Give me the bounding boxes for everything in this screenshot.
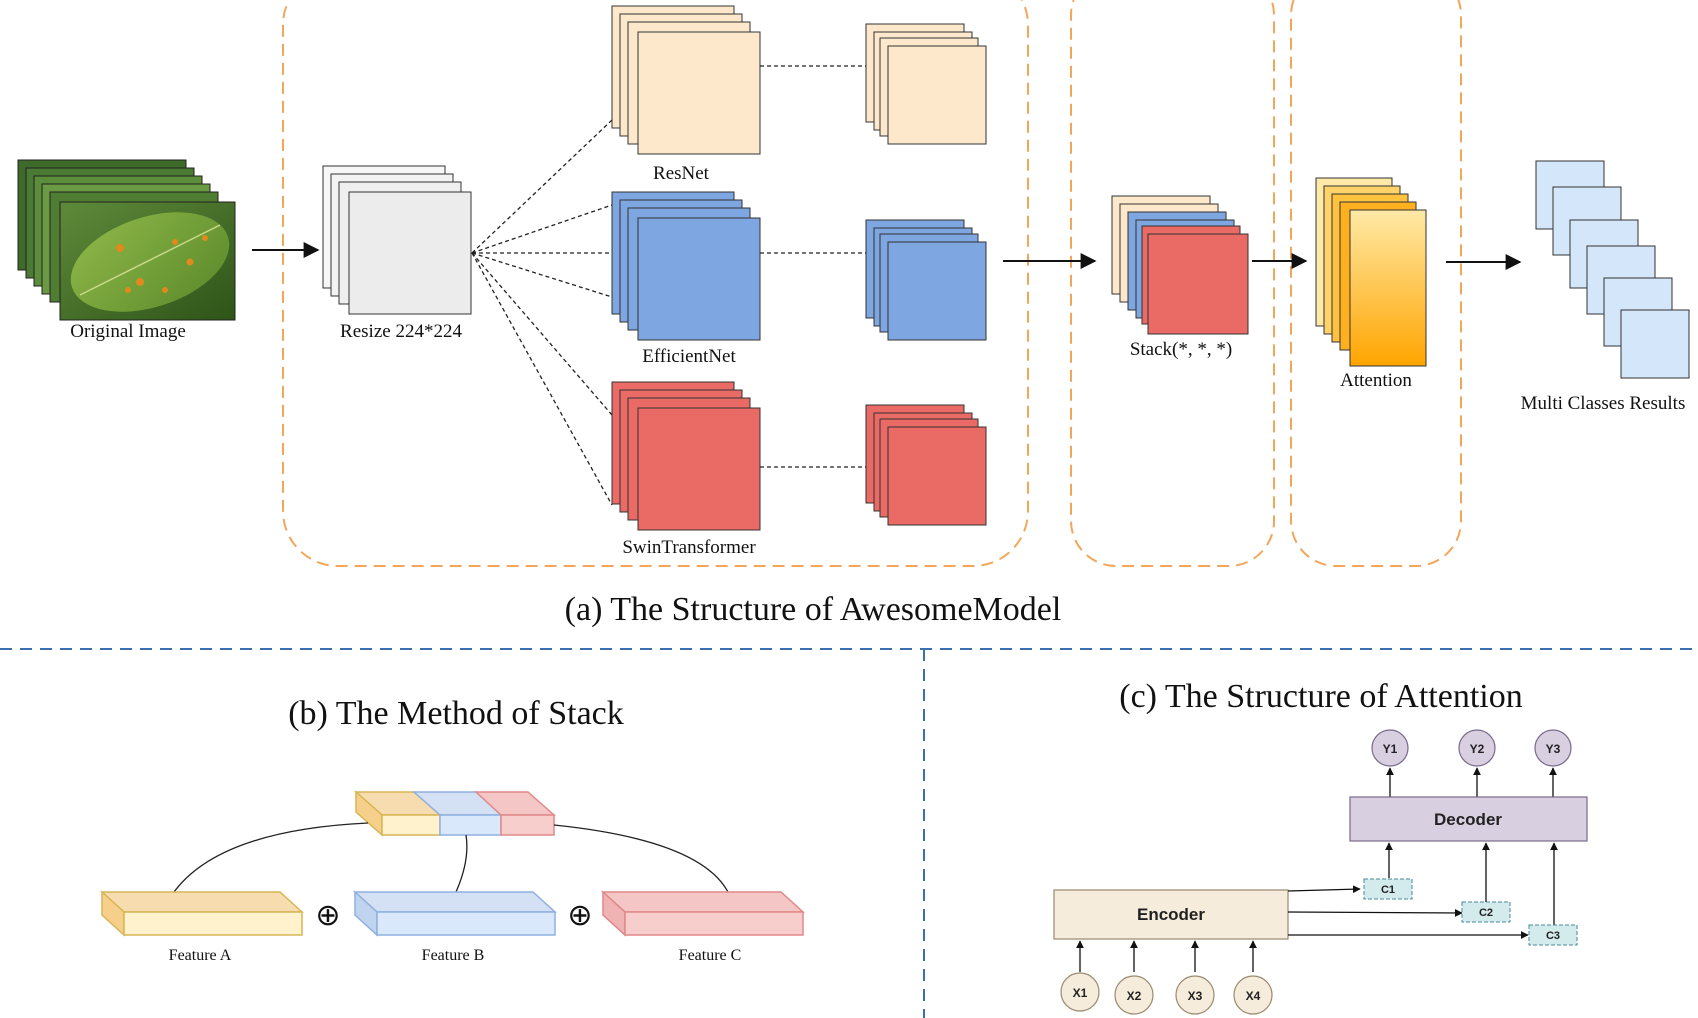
attention-label: Attention: [1340, 370, 1412, 391]
context-c2: [1461, 901, 1511, 923]
panel-b-caption: (b) The Method of Stack: [288, 695, 624, 732]
panel-a: Original Image Resize 224*224 ResNet: [17, 0, 1690, 628]
context-c1-label: C1: [1381, 884, 1395, 896]
input-arrows: [1076, 940, 1257, 972]
resnet-stack: [611, 5, 761, 155]
panel-a-caption: (a) The Structure of AwesomeModel: [565, 591, 1062, 628]
attention-group-box: [1290, 0, 1462, 567]
panel-b: (b) The Method of Stack Feature A ⊕: [100, 695, 805, 964]
resnet-label: ResNet: [653, 163, 710, 184]
encoder-label: Encoder: [1137, 905, 1205, 924]
resize-stack: [322, 165, 472, 315]
input-node-x3: [1175, 975, 1215, 1015]
results-blocks: [1535, 160, 1690, 379]
input-node-x1: [1060, 972, 1100, 1012]
feature-c-label: Feature C: [679, 947, 742, 964]
feature-a-label: Feature A: [169, 947, 232, 964]
original-image-stack: [17, 159, 236, 321]
stack-curves: [173, 822, 729, 893]
decoder-box: [1349, 796, 1588, 842]
efficientnet-feature-map: [865, 219, 987, 341]
swin-stack: [611, 381, 761, 531]
context-decoder-arrows: [1385, 842, 1558, 925]
output-node-y2: [1458, 729, 1496, 767]
panel-c: (c) The Structure of Attention Y1 Y2 Y3 …: [1053, 678, 1588, 1015]
stack-block: [1111, 195, 1249, 335]
output-node-y1: [1371, 729, 1409, 767]
stack-label: Stack(*, *, *): [1130, 339, 1232, 360]
stacked-feature-bar: [354, 790, 556, 837]
efficientnet-stack: [611, 191, 761, 341]
input-node-x3-label: X3: [1188, 989, 1203, 1003]
context-c3-label: C3: [1546, 930, 1560, 942]
encoder-context-arrows: [1287, 885, 1529, 939]
oplus-symbol-2: ⊕: [567, 899, 592, 932]
fan-out-lines: [471, 119, 613, 506]
output-node-y3-label: Y3: [1546, 742, 1561, 756]
input-nodes: X1 X2 X3 X4: [1060, 972, 1273, 1015]
feature-b-label: Feature B: [422, 947, 485, 964]
input-node-x1-label: X1: [1073, 986, 1088, 1000]
output-node-y2-label: Y2: [1470, 742, 1485, 756]
output-nodes: Y1 Y2 Y3: [1371, 729, 1572, 767]
context-c2-label: C2: [1479, 907, 1493, 919]
context-c1: [1363, 878, 1413, 900]
decoder-output-arrows: [1386, 767, 1557, 797]
attention-block: [1315, 177, 1427, 367]
input-node-x4: [1233, 975, 1273, 1015]
swin-label: SwinTransformer: [622, 537, 756, 558]
decoder-label: Decoder: [1434, 810, 1502, 829]
resize-label: Resize 224*224: [340, 321, 462, 342]
swin-feature-map: [865, 404, 987, 526]
efficientnet-label: EfficientNet: [642, 346, 736, 367]
context-boxes: C1 C2 C3: [1363, 878, 1578, 946]
input-node-x2-label: X2: [1127, 989, 1142, 1003]
context-c3: [1528, 924, 1578, 946]
output-node-y3: [1534, 729, 1572, 767]
panel-c-caption: (c) The Structure of Attention: [1119, 678, 1522, 715]
encoder-box: [1053, 889, 1289, 940]
output-node-y1-label: Y1: [1383, 742, 1398, 756]
input-node-x4-label: X4: [1246, 989, 1261, 1003]
feature-a-block: [100, 890, 304, 937]
oplus-symbol-1: ⊕: [315, 899, 340, 932]
feature-c-block: [601, 890, 805, 937]
results-label: Multi Classes Results: [1521, 393, 1686, 414]
original-image-label: Original Image: [70, 321, 186, 342]
feature-b-block: [353, 890, 557, 937]
resnet-feature-map: [865, 23, 987, 145]
feature-links: [760, 65, 866, 468]
input-node-x2: [1114, 975, 1154, 1015]
